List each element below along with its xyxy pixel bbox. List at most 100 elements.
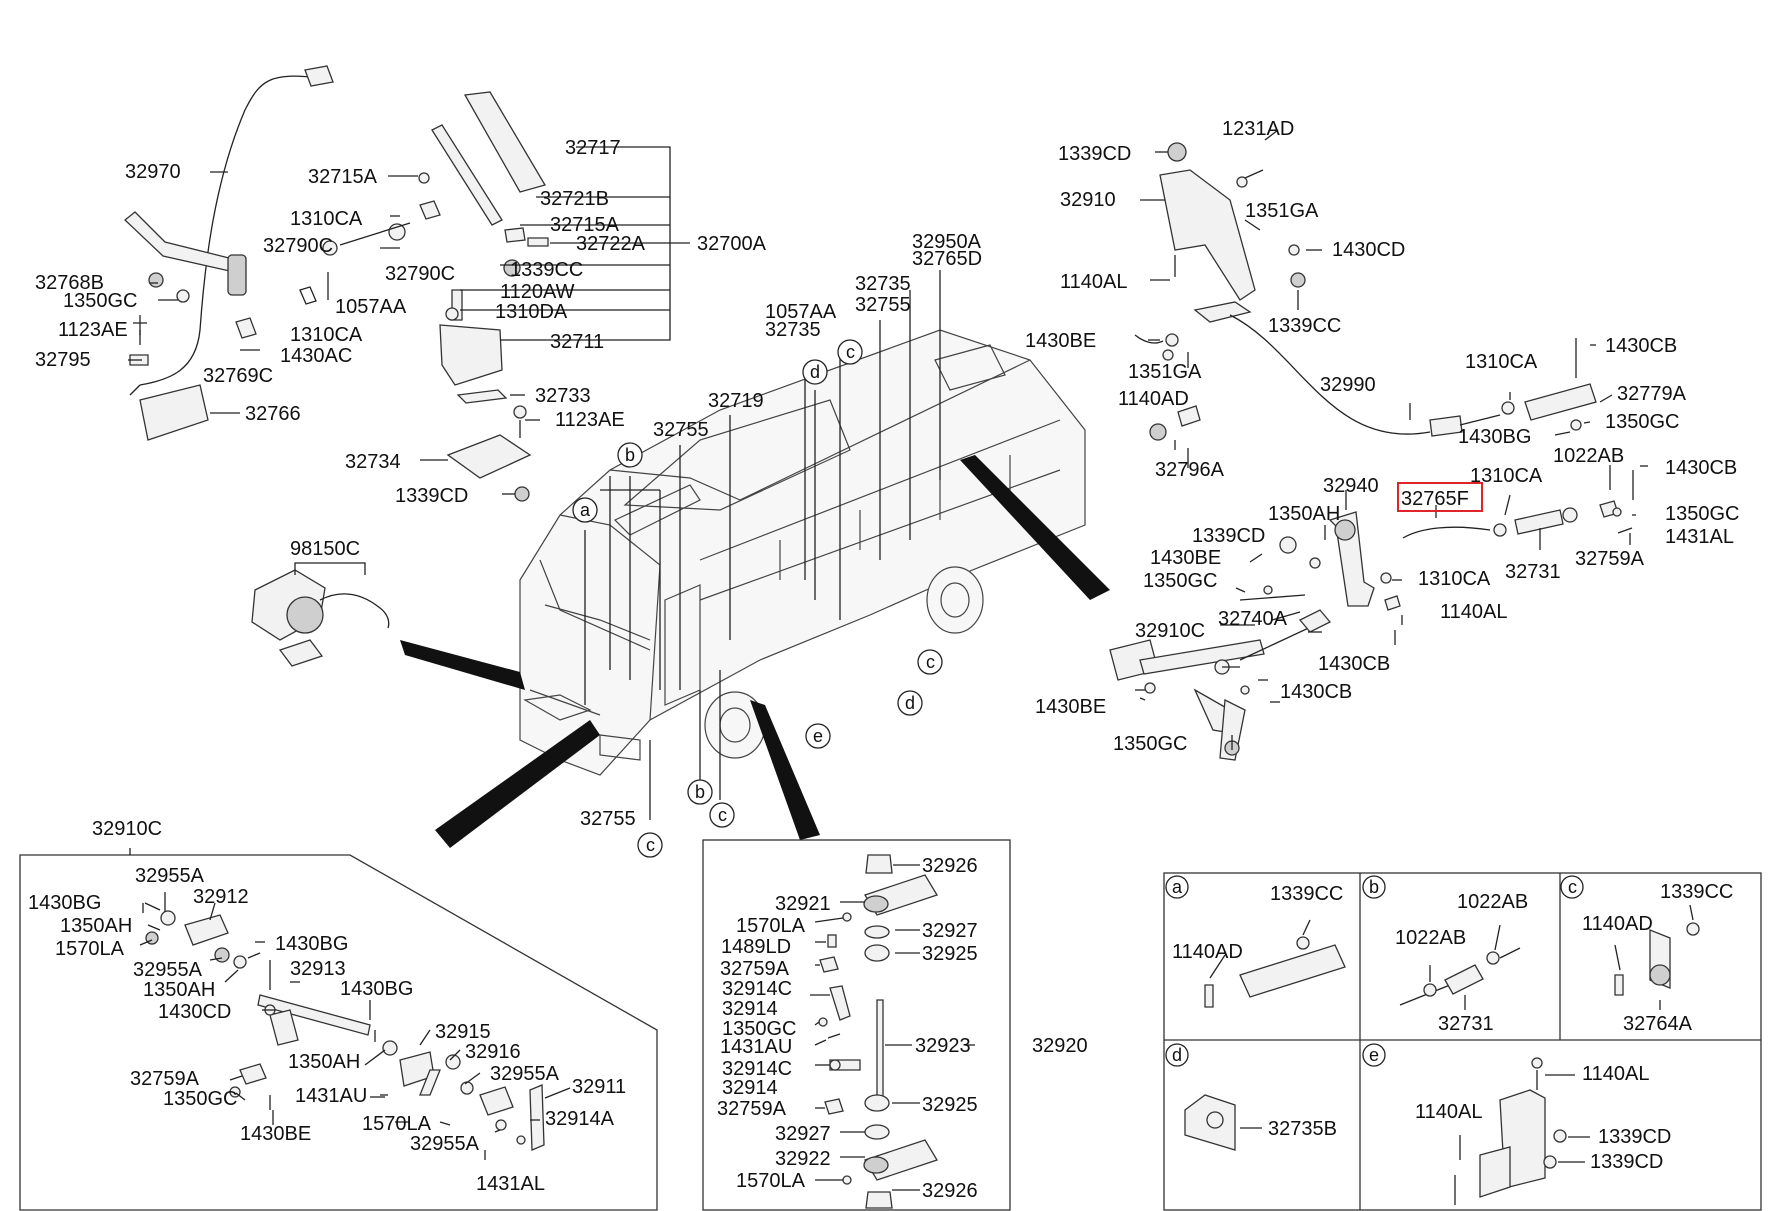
label-1350gc: 1350GC [63,290,138,312]
label-32719: 32719 [708,390,764,412]
label-1140al: 1140AL [1440,601,1507,623]
label-32796a: 32796A [1155,459,1225,481]
detail-boxes [1163,872,1762,1211]
label-1351ga: 1351GA [1245,200,1319,222]
label-32920: 32920 [1032,1035,1088,1057]
label-1570la: 1570LA [362,1113,432,1135]
label-1350ah: 1350AH [143,979,215,1001]
label-1339cd: 1339CD [1058,143,1131,165]
label-1431al: 1431AL [476,1173,545,1195]
label-1057aa: 1057AA [765,301,837,323]
label-1350gc: 1350GC [1605,411,1680,433]
label-98150c: 98150C [290,538,360,560]
label-1022ab: 1022AB [1553,445,1624,467]
label-1430cd: 1430CD [1332,239,1405,261]
label-32766: 32766 [245,403,301,425]
label-a-1339cc: 1339CC [1270,883,1343,905]
label-1430cb: 1430CB [1318,653,1390,675]
label-32911: 32911 [572,1076,626,1098]
label-1430bg: 1430BG [1458,426,1531,448]
label-1339cd: 1339CD [395,485,468,507]
label-32925: 32925 [922,943,978,965]
callout-box-c: c [1568,877,1577,897]
label-d-32735b: 32735B [1268,1118,1337,1140]
callout-d: d [905,693,915,713]
label-32765d: 32765D [912,248,982,270]
label-1430ac: 1430AC [280,345,352,367]
callout-c: c [646,835,655,855]
label-1430be: 1430BE [1150,547,1221,569]
label-32700a: 32700A [697,233,767,255]
label-32921: 32921 [775,893,831,915]
label-1430bg: 1430BG [28,892,101,914]
label-1231ad: 1231AD [1222,118,1294,140]
label-32955a: 32955A [133,959,203,981]
label-1570la: 1570LA [736,1170,806,1192]
label-32769c: 32769C [203,365,273,387]
callout-c: c [926,652,935,672]
label-e-1140al: 1140AL [1415,1101,1482,1123]
label-a-1140ad: 1140AD [1172,941,1243,963]
label-e-1339cd: 1339CD [1590,1151,1663,1173]
label-32990: 32990 [1320,374,1376,396]
label-1339cc: 1339CC [510,259,583,281]
label-32913: 32913 [290,958,346,980]
callout-c: c [718,805,727,825]
label-1430cd: 1430CD [158,1001,231,1023]
shift-cable-group [1109,129,1648,761]
label-1351ga: 1351GA [1128,361,1202,383]
label-1350ah: 1350AH [1268,503,1340,525]
label-32733: 32733 [535,385,591,407]
label-32755: 32755 [855,294,911,316]
label-32950a: 32950A [912,231,982,253]
label-1057aa: 1057AA [335,296,407,318]
label-1430cb: 1430CB [1280,681,1352,703]
label-1310ca: 1310CA [290,324,363,346]
label-b-1022ab: 1022AB [1457,891,1528,913]
label-32910: 32910 [1060,189,1116,211]
label-1350gc: 1350GC [1113,733,1188,755]
callout-b: b [625,445,635,465]
label-32915: 32915 [435,1021,491,1043]
label-32759a: 32759A [717,1098,787,1120]
callout-c: c [846,342,855,362]
label-1310ca: 1310CA [1470,465,1543,487]
callout-box-e: e [1369,1045,1379,1065]
label-32914: 32914 [722,1077,778,1099]
label-32779a: 32779A [1617,383,1687,405]
label-1570la: 1570LA [736,915,806,937]
label-e-1339cd: 1339CD [1598,1126,1671,1148]
label-1430bg: 1430BG [340,978,413,1000]
bus-callouts [572,270,943,858]
label-1140al: 1140AL [1060,271,1127,293]
label-32927: 32927 [922,920,978,942]
label-32910c: 32910C [92,818,162,840]
label-32721b: 32721B [540,188,609,210]
label-32759a: 32759A [1575,548,1645,570]
label-1310da: 1310DA [495,301,568,323]
label-1430bg: 1430BG [275,933,348,955]
label-c-32764a: 32764A [1623,1013,1693,1035]
label-32711: 32711 [550,331,604,353]
label-32734: 32734 [345,451,401,473]
label-32722a: 32722A [576,233,646,255]
label-32735: 32735 [855,273,911,295]
label-1350gc: 1350GC [163,1088,238,1110]
label-32926: 32926 [922,855,978,877]
actuator-98150c [251,562,390,667]
label-32759a: 32759A [130,1068,200,1090]
label-1310ca: 1310CA [290,208,363,230]
label-1431au: 1431AU [720,1036,792,1058]
label-1310ca: 1310CA [1465,351,1538,373]
label-32926: 32926 [922,1180,978,1202]
label-1123ae: 1123AE [58,319,128,341]
box-32910c [19,848,658,1211]
label-32940: 32940 [1323,475,1379,497]
label-1339cd: 1339CD [1192,525,1265,547]
pointer-bands [400,455,1110,848]
label-32916: 32916 [465,1041,521,1063]
callout-e: e [813,726,823,746]
bus-illustration [519,329,1086,776]
label-1430cb: 1430CB [1605,335,1677,357]
accelerator-pedal-group [124,65,690,502]
